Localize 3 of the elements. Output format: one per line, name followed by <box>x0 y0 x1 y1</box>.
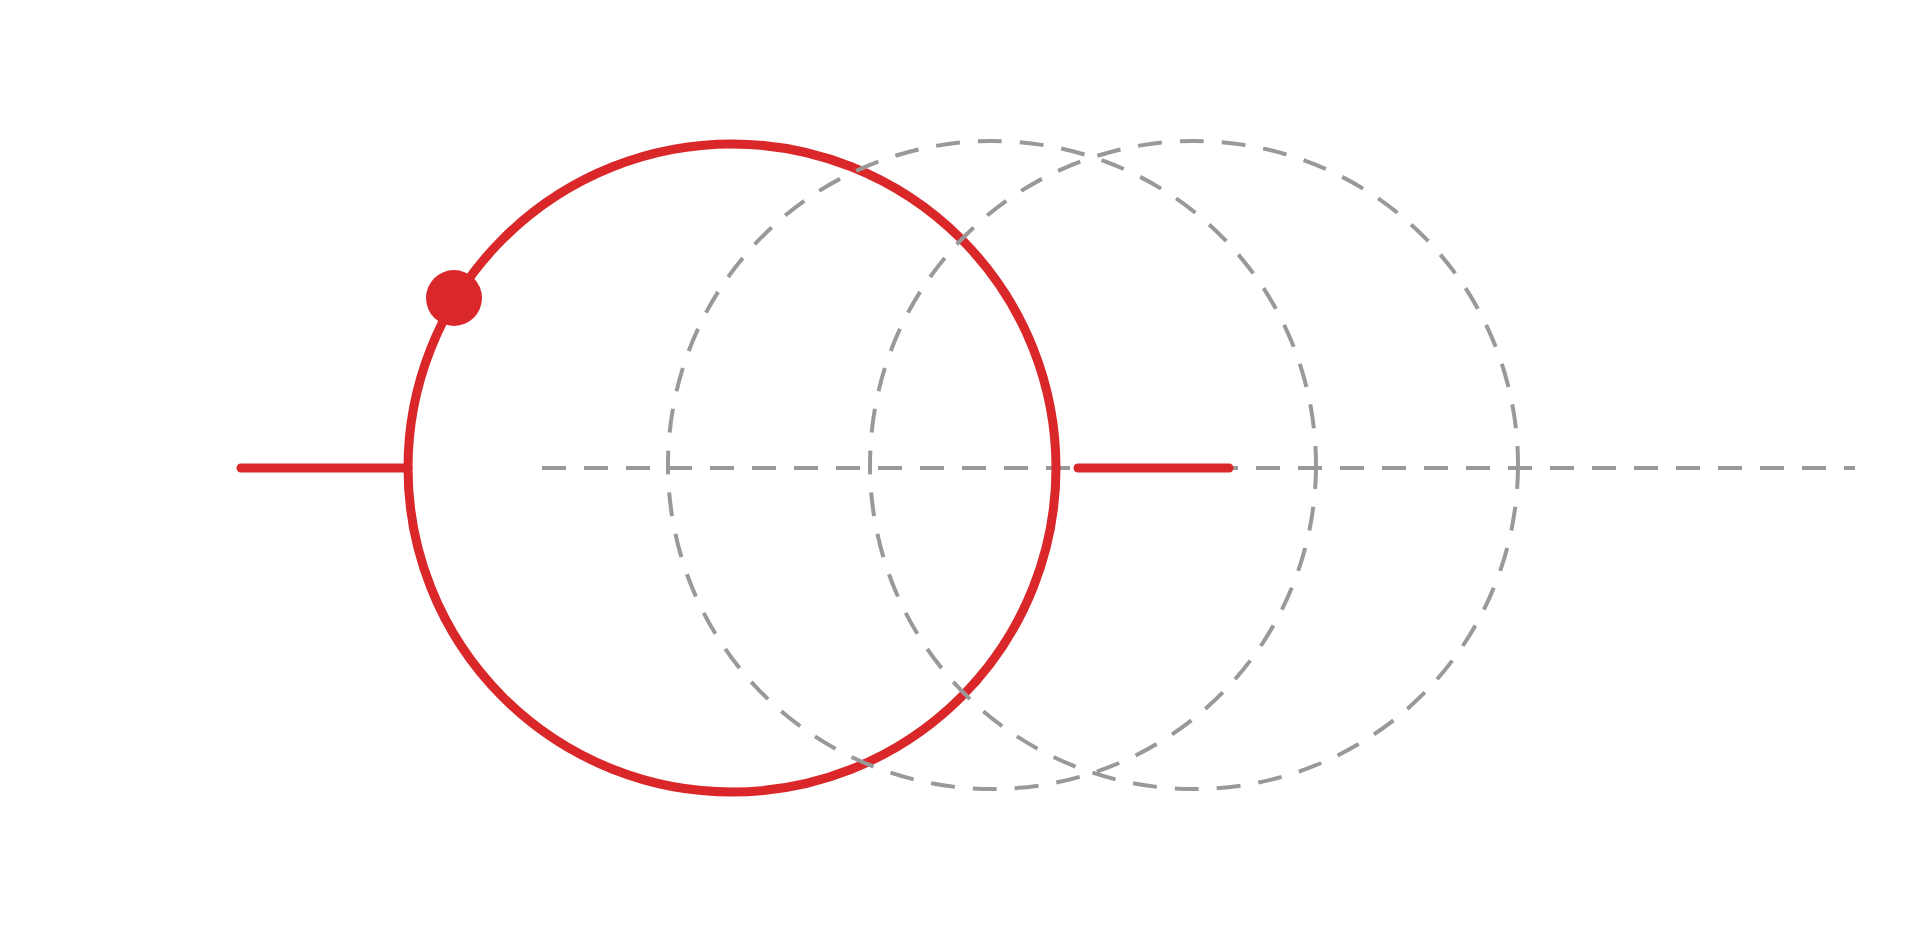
dashed-circle <box>865 136 1523 794</box>
circle-outline <box>403 139 1061 797</box>
dashed-circle <box>663 136 1321 794</box>
